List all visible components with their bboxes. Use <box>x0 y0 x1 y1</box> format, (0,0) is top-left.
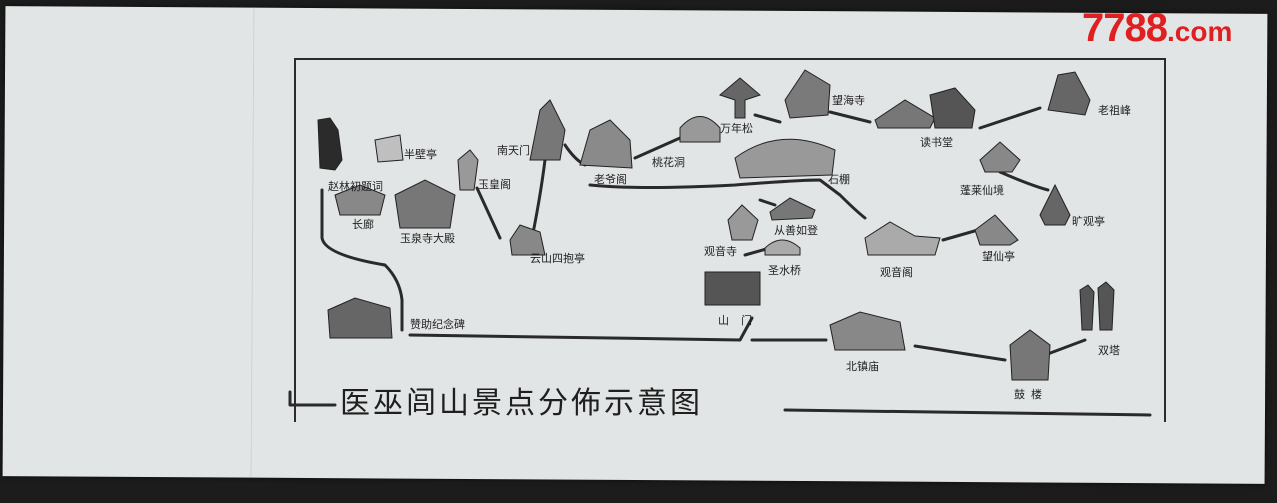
landmark-label: 赞助纪念碑 <box>410 318 465 331</box>
map-frame <box>294 58 1166 422</box>
route-path <box>408 316 754 342</box>
pine-icon <box>719 77 761 119</box>
temple-icon <box>334 184 386 216</box>
route-path <box>753 113 782 124</box>
landmark-label: 鼓楼 <box>1014 388 1048 401</box>
pavilion-icon <box>979 141 1021 173</box>
landmark-label: 双塔 <box>1098 344 1120 357</box>
watermark-brand: 7788 <box>1082 6 1168 50</box>
route-path <box>288 390 337 407</box>
landmark-label: 半壁亭 <box>404 148 437 161</box>
route-path <box>978 106 1042 130</box>
landmark-label: 旷观亭 <box>1072 215 1105 228</box>
landmark-label: 万年松 <box>720 122 753 135</box>
landmark-label: 北镇庙 <box>846 360 879 373</box>
mountain-icon <box>529 99 566 161</box>
route-path <box>475 186 502 240</box>
landmark-label: 老祖峰 <box>1098 104 1131 117</box>
temple-icon <box>829 311 906 351</box>
monument-icon <box>327 297 393 339</box>
route-path <box>828 110 872 124</box>
landmark-label: 观音阁 <box>880 266 913 279</box>
temple-icon <box>394 179 456 229</box>
landmark-label: 玉泉寺大殿 <box>400 232 455 245</box>
site-watermark: 7788.com <box>1082 6 1232 51</box>
peak-icon <box>1047 71 1091 116</box>
landmark-label: 赵林初题词 <box>328 180 383 193</box>
drum-tower-icon <box>1009 329 1051 381</box>
landmark-label: 老爷阁 <box>594 173 627 186</box>
route-path <box>913 344 1007 362</box>
landmark-label: 望海寺 <box>832 94 865 107</box>
temple-icon <box>874 99 936 129</box>
pavilion-icon <box>727 204 759 241</box>
landmark-label: 石棚 <box>828 173 850 186</box>
pavilion-icon <box>974 214 1019 246</box>
route-path <box>1043 338 1087 357</box>
route-path <box>998 170 1050 192</box>
landmark-label: 观音寺 <box>704 245 737 258</box>
route-path <box>633 136 682 160</box>
landmark-label: 玉皇阁 <box>478 178 511 191</box>
route-path <box>320 188 404 302</box>
route-path <box>783 408 1152 417</box>
route-path <box>758 198 777 207</box>
landmark-label: 望仙亭 <box>982 250 1015 263</box>
landmark-label: 圣水桥 <box>768 264 801 277</box>
route-path <box>941 228 980 242</box>
stone-shed-icon <box>734 138 836 179</box>
bridge-icon <box>764 239 801 256</box>
landmark-label: 桃花洞 <box>652 156 685 169</box>
watermark-domain: .com <box>1166 16 1233 47</box>
route-path <box>588 178 867 220</box>
tower-icon <box>457 149 479 191</box>
rock-icon <box>317 117 343 171</box>
pagoda-icon <box>1079 284 1095 331</box>
pavilion-icon <box>374 134 404 163</box>
temple-icon <box>864 221 941 256</box>
pavilion-icon <box>509 224 546 256</box>
pagoda-icon <box>1097 281 1115 331</box>
gate-icon <box>704 271 761 306</box>
landmark-label: 从善如登 <box>774 224 818 237</box>
landmark-label: 蓬莱仙境 <box>960 184 1004 197</box>
landmark-label: 南天门 <box>497 144 530 157</box>
landmark-label: 云山四抱亭 <box>530 252 585 265</box>
landmark-label: 读书堂 <box>920 136 953 149</box>
map-title: 医巫闾山景点分佈示意图 <box>340 386 703 421</box>
rock-icon <box>579 119 633 169</box>
landmark-label: 长廊 <box>352 218 374 231</box>
rock-icon <box>929 87 976 129</box>
cave-icon <box>679 116 721 143</box>
rock-icon <box>784 69 831 119</box>
pavilion-icon <box>1039 183 1071 226</box>
rock-icon <box>769 197 816 221</box>
landmark-label: 山门 <box>718 314 764 327</box>
